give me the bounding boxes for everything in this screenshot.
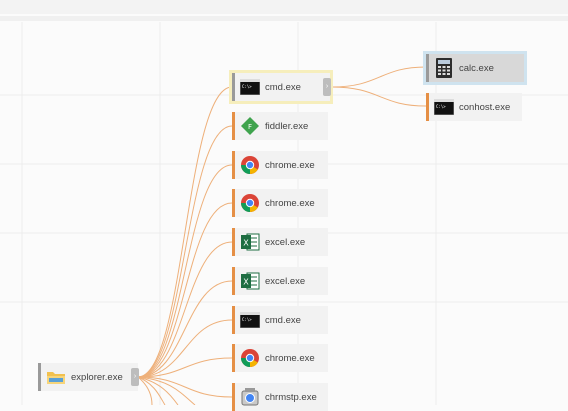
cmd-icon: C:\> bbox=[434, 97, 454, 117]
node-excel-exe[interactable]: X excel.exe bbox=[232, 267, 328, 295]
node-cmd-exe-parent[interactable]: C:\> cmd.exe › bbox=[229, 70, 333, 104]
node-cmd-exe[interactable]: C:\> cmd.exe bbox=[232, 306, 328, 334]
top-toolbar bbox=[0, 0, 568, 14]
node-label: fiddler.exe bbox=[265, 120, 309, 132]
svg-text:C:\>: C:\> bbox=[242, 84, 252, 89]
fiddler-icon: F bbox=[240, 116, 260, 136]
node-calc-exe[interactable]: calc.exe bbox=[423, 51, 527, 85]
node-label: chrmstp.exe bbox=[265, 391, 317, 403]
calculator-icon bbox=[434, 58, 454, 78]
node-label: calc.exe bbox=[459, 62, 494, 74]
cmd-icon: C:\> bbox=[240, 310, 260, 330]
node-chrome-exe[interactable]: chrome.exe bbox=[232, 189, 328, 217]
node-chrome-exe[interactable]: chrome.exe bbox=[232, 151, 328, 179]
node-label: cmd.exe bbox=[265, 81, 301, 93]
svg-text:C:\>: C:\> bbox=[242, 317, 252, 322]
node-excel-exe[interactable]: X excel.exe bbox=[232, 228, 328, 256]
node-chrome-exe[interactable]: chrome.exe bbox=[232, 344, 328, 372]
excel-icon: X bbox=[240, 232, 260, 252]
node-label: chrome.exe bbox=[265, 159, 315, 171]
excel-icon: X bbox=[240, 271, 260, 291]
node-label: chrome.exe bbox=[265, 197, 315, 209]
svg-text:F: F bbox=[248, 123, 252, 131]
chrome-icon bbox=[240, 348, 260, 368]
node-label: conhost.exe bbox=[459, 101, 511, 113]
node-fiddler-exe[interactable]: F fiddler.exe bbox=[232, 112, 328, 140]
svg-text:C:\>: C:\> bbox=[436, 104, 446, 109]
expand-toggle[interactable]: › bbox=[131, 368, 139, 386]
installer-icon bbox=[240, 387, 260, 407]
toolbar-divider bbox=[0, 16, 568, 21]
node-label: cmd.exe bbox=[265, 314, 301, 326]
node-label: excel.exe bbox=[265, 275, 306, 287]
node-conhost-exe[interactable]: C:\> conhost.exe bbox=[426, 93, 522, 121]
process-graph-canvas[interactable]: C:\> cmd.exe › F fiddler.exe chrome.exe … bbox=[0, 22, 568, 411]
svg-text:X: X bbox=[243, 278, 249, 287]
cmd-icon: C:\> bbox=[240, 77, 260, 97]
node-chrmstp-exe[interactable]: chrmstp.exe bbox=[232, 383, 328, 411]
chrome-icon bbox=[240, 155, 260, 175]
chrome-icon bbox=[240, 193, 260, 213]
expand-toggle[interactable]: › bbox=[323, 78, 331, 96]
node-label: chrome.exe bbox=[265, 352, 315, 364]
node-explorer-exe[interactable]: explorer.exe › bbox=[38, 363, 139, 391]
node-label: excel.exe bbox=[265, 236, 306, 248]
svg-text:X: X bbox=[243, 239, 249, 248]
folder-icon bbox=[46, 367, 66, 387]
node-label: explorer.exe bbox=[71, 371, 123, 383]
